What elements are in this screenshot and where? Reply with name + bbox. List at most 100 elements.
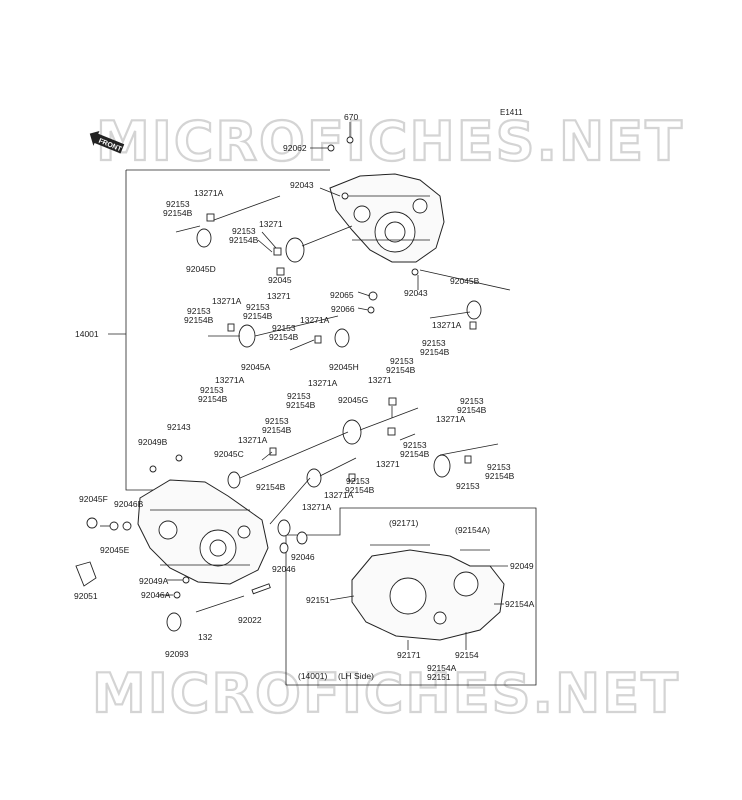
part-label: 13271A — [215, 375, 245, 385]
part-label: 13271A — [302, 502, 332, 512]
part-label: 13271A — [212, 296, 242, 306]
part-label: (92171) — [389, 518, 418, 528]
part-label: 92153 — [232, 226, 256, 236]
part-label: 92045D — [186, 264, 216, 274]
part-label: 14001 — [75, 329, 99, 339]
bearing-92045H — [334, 328, 350, 348]
part-label: 92049 — [510, 561, 534, 571]
part-label: 92153 — [390, 356, 414, 366]
part-label: 92049A — [139, 576, 169, 586]
part-label: 13271A — [432, 320, 462, 330]
part-label: 92153 — [487, 462, 511, 472]
part-label: 92153 — [460, 396, 484, 406]
part-label: 92046B — [114, 499, 144, 509]
watermark-group: MICROFICHES.NET MICROFICHES.NET — [91, 109, 684, 726]
inset-caption-side: (LH Side) — [338, 671, 374, 681]
part-label: 92153 — [166, 199, 190, 209]
part-label: 92154B — [345, 485, 375, 495]
bearing-92045C — [227, 471, 241, 489]
part-label: 92062 — [283, 143, 307, 153]
part-label: 92045 — [268, 275, 292, 285]
bearing-92046B — [277, 519, 291, 537]
inset-caption-code: (14001) — [298, 671, 327, 681]
part-label: 92051 — [74, 591, 98, 601]
part-label: 92153 — [200, 385, 224, 395]
crankcase-rh — [329, 173, 445, 263]
part-label: 92154A — [427, 663, 457, 673]
part-label: 92154B — [256, 482, 286, 492]
part-label: 92153 — [403, 440, 427, 450]
part-label: 92046A — [141, 590, 171, 600]
part-label: 92045G — [338, 395, 368, 405]
part-label: 92153 — [422, 338, 446, 348]
part-label: 92154B — [485, 471, 515, 481]
part-label: 92045C — [214, 449, 244, 459]
part-label: 92154B — [457, 405, 487, 415]
part-label: 670 — [344, 112, 358, 122]
watermark-top: MICROFICHES.NET — [96, 110, 684, 173]
part-label: 92154B — [163, 208, 193, 218]
part-label: 92045F — [79, 494, 108, 504]
part-label: 13271A — [308, 378, 338, 388]
plug-92093 — [75, 561, 97, 587]
part-label: 92154B — [400, 449, 430, 459]
part-label: 92153 — [287, 391, 311, 401]
part-label: 13271A — [324, 490, 354, 500]
part-label: 92153 — [272, 323, 296, 333]
part-label: 92154B — [229, 235, 259, 245]
part-label: 92154 — [455, 650, 479, 660]
part-labels: 670 92062 92043 13271A 92153 92154B 1327… — [74, 112, 535, 682]
seal-92049 — [166, 612, 182, 632]
inset-lh-side-box: (14001) (LH Side) — [285, 507, 537, 686]
diagram-code: E1411 — [500, 108, 523, 117]
part-label: 92154B — [286, 400, 316, 410]
collar-92051 — [279, 542, 289, 554]
part-label: 92066 — [331, 304, 355, 314]
part-label: 92151 — [306, 595, 330, 605]
part-label: 92154B — [184, 315, 214, 325]
part-label: 92046 — [272, 564, 296, 574]
part-label: 13271 — [376, 459, 400, 469]
part-label: 92045E — [100, 545, 130, 555]
collar-92046A — [296, 531, 308, 545]
part-label: 92043 — [290, 180, 314, 190]
part-label: 13271A — [436, 414, 466, 424]
part-label: 92046 — [291, 552, 315, 562]
bearing-92045G — [342, 419, 362, 445]
bearing-92045 — [285, 237, 305, 263]
part-label: 92022 — [238, 615, 262, 625]
bearing-parts — [166, 228, 482, 632]
part-label: 13271A — [300, 315, 330, 325]
part-label: 13271 — [259, 219, 283, 229]
part-label: 92153 — [265, 416, 289, 426]
part-label: 13271 — [368, 375, 392, 385]
bearing-92045F — [433, 454, 451, 478]
part-label: 132 — [198, 632, 212, 642]
part-label: 92065 — [330, 290, 354, 300]
assembly-bracket — [108, 169, 330, 491]
part-label: 13271A — [238, 435, 268, 445]
leader-lines — [100, 122, 511, 650]
part-label: 92154A — [505, 599, 535, 609]
part-label: 92154B — [269, 332, 299, 342]
part-label: 92154B — [420, 347, 450, 357]
part-label: 92093 — [165, 649, 189, 659]
part-label: 92153 — [456, 481, 480, 491]
bearing-92045E — [306, 468, 322, 488]
part-label: 92045B — [450, 276, 480, 286]
bearing-92045D — [196, 228, 212, 248]
part-label: 92151 — [427, 672, 451, 682]
part-label: 92154B — [262, 425, 292, 435]
part-label: 92045H — [329, 362, 359, 372]
part-label: 92154B — [386, 365, 416, 375]
part-label: 92049B — [138, 437, 168, 447]
part-label: 92154B — [198, 394, 228, 404]
part-label: 92043 — [404, 288, 428, 298]
part-label: 13271 — [267, 291, 291, 301]
part-label: 92045A — [241, 362, 271, 372]
part-label: 92153 — [346, 476, 370, 486]
bearing-92045A — [238, 324, 256, 348]
part-label: 92171 — [397, 650, 421, 660]
part-label: 92154B — [243, 311, 273, 321]
